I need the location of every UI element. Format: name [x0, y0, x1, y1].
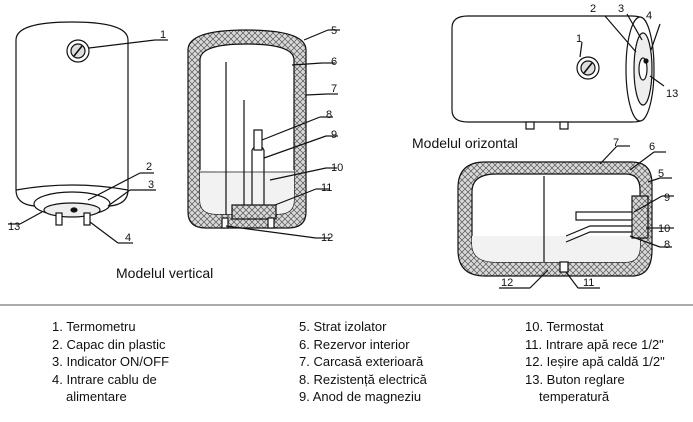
callout-3: 3: [148, 179, 154, 191]
callout-11: 11: [583, 277, 594, 289]
thermometer-icon: [576, 56, 600, 80]
callout-4: 4: [646, 10, 652, 22]
callout-13: 13: [666, 88, 678, 100]
legend-item-7: 7. Carcasă exterioară: [299, 354, 424, 369]
callout-12: 12: [501, 277, 513, 289]
callout-2: 2: [590, 3, 596, 15]
vertical-heater-section: [187, 29, 340, 239]
callout-12: 12: [321, 232, 333, 244]
legend-item-6: 6. Rezervor interior: [299, 336, 410, 352]
callout-1: 1: [160, 29, 166, 41]
legend-column-2: 5. Strat izolator 6. Rezervor interior 7…: [299, 318, 427, 406]
callout-2: 2: [146, 161, 152, 173]
callout-5: 5: [331, 25, 337, 37]
callout-1: 1: [576, 33, 582, 45]
callout-6: 6: [331, 56, 337, 68]
horizontal-heater-exterior: [451, 13, 665, 130]
legend-item-1: 1. Termometru: [52, 319, 136, 334]
legend-item-9: 9. Anod de magneziu: [299, 389, 422, 404]
callout-7: 7: [331, 83, 337, 95]
legend-item-10: 10. Termostat: [525, 319, 604, 334]
vertical-section-callouts: 5 6 7 8 9 10 11 12: [321, 25, 343, 244]
callout-3: 3: [618, 3, 624, 15]
callout-9: 9: [664, 192, 670, 204]
callout-6: 6: [649, 141, 655, 153]
legend-item-13: 13. Buton reglare: [525, 371, 625, 387]
legend-item-8: 8. Rezistență electrică: [299, 371, 427, 387]
horizontal-exterior-callouts: 1 2 3 4 13: [576, 3, 678, 100]
model-orizontal-label: Modelul orizontal: [412, 135, 518, 151]
legend-item-12: 12. Ieșire apă caldă 1/2": [525, 354, 665, 369]
callout-10: 10: [331, 162, 343, 174]
horizontal-heater-section: [457, 145, 674, 289]
thermometer-icon: [66, 39, 90, 63]
legend-item-2: 2. Capac din plastic: [52, 336, 166, 352]
callout-8: 8: [664, 239, 670, 251]
callout-10: 10: [658, 223, 670, 235]
legend-item-11: 11. Intrare apă rece 1/2": [525, 336, 664, 352]
legend-item-13-continued: temperatură: [539, 389, 610, 404]
callout-4: 4: [125, 232, 131, 244]
legend-item-5: 5. Strat izolator: [299, 319, 387, 334]
callout-11: 11: [321, 182, 332, 194]
horizontal-section-callouts: 7 6 5 9 10 8 12 11: [501, 137, 670, 289]
callout-7: 7: [613, 137, 619, 149]
vertical-heater-exterior: [8, 21, 168, 244]
callout-9: 9: [331, 129, 337, 141]
vertical-exterior-callouts: 1 2 3 13 4: [8, 29, 166, 244]
legend-item-3: 3. Indicator ON/OFF: [52, 354, 170, 369]
legend-column-3: 10. Termostat 11. Intrare apă rece 1/2" …: [525, 318, 665, 406]
legend-item-4-continued: alimentare: [66, 389, 127, 404]
callout-13: 13: [8, 221, 20, 233]
callout-8: 8: [326, 109, 332, 121]
legend-item-4: 4. Intrare cablu de: [52, 371, 157, 387]
model-vertical-label: Modelul vertical: [116, 265, 213, 281]
callout-5: 5: [658, 168, 664, 180]
legend-column-1: 1. Termometru 2. Capac din plastic 3. In…: [52, 318, 169, 406]
